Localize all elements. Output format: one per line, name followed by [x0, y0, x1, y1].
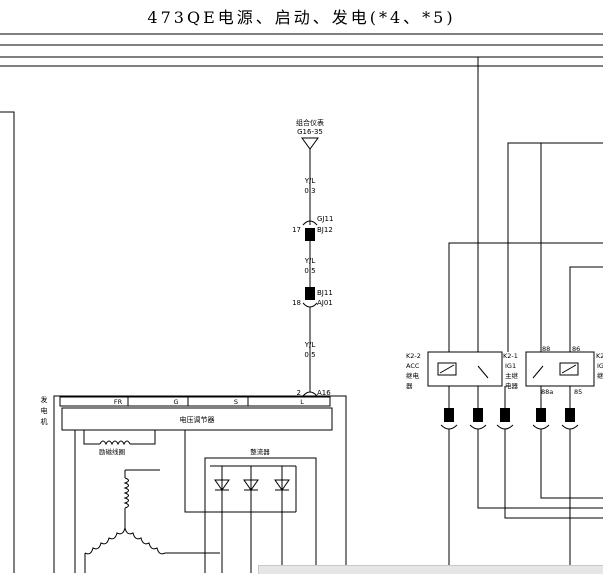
- relay-coil-slash: [561, 364, 577, 374]
- connector-block-icon: [444, 408, 454, 422]
- relay-switch-icon: [477, 365, 489, 379]
- wire: [504, 429, 603, 519]
- relay-line: 电器: [505, 381, 519, 390]
- wire-color: Y/L: [304, 177, 316, 185]
- relay-k2-2: K2-2 ACC 继电 器: [406, 351, 503, 390]
- terminal-label: S: [234, 398, 238, 406]
- generator: 发 电 机 FR G S L 电压调节器 励磁线圈 整流器: [41, 395, 347, 573]
- wire: [569, 266, 603, 352]
- connector-arc: [302, 220, 318, 226]
- wire-color: Y/L: [304, 257, 316, 265]
- connector-block-icon: [305, 228, 315, 241]
- connector-pin: 17: [292, 226, 301, 234]
- wire-gauge: 0.5: [304, 351, 315, 359]
- diode-icon: [214, 479, 230, 491]
- connector-arc: [440, 424, 458, 430]
- relay-line: IG: [597, 362, 603, 370]
- generator-label-1: 发: [41, 395, 48, 404]
- generator-outline: [53, 395, 347, 573]
- wire: [477, 429, 603, 509]
- wire: [83, 430, 100, 445]
- connector-upper: GJ11: [317, 215, 333, 223]
- relay-coil-slash: [439, 364, 455, 374]
- wire: [130, 430, 156, 445]
- diagram-title: 473QE电源、启动、发电(*4、*5): [147, 8, 456, 27]
- terminal-label: L: [300, 398, 304, 406]
- stator-winding-icon: [124, 527, 166, 555]
- connector-lower: AJ01: [317, 299, 333, 307]
- relay-line: ACC: [406, 362, 420, 370]
- wire-color: Y/L: [304, 341, 316, 349]
- connector-arc: [469, 424, 487, 430]
- terminal-label: FR: [114, 398, 123, 406]
- wire: [184, 430, 296, 513]
- wire: [448, 242, 603, 352]
- rectifier-label: 整流器: [250, 447, 270, 456]
- terminal-label: G: [173, 398, 178, 406]
- relay-id: K2-2: [406, 352, 421, 360]
- connector-arc: [561, 424, 579, 430]
- rectifier-outline: [204, 457, 317, 573]
- relay-k2: 88 86 88a 85 K2 IG 继: [525, 345, 603, 396]
- connector-block-icon: [565, 408, 575, 422]
- instrument-label: 组合仪表: [296, 118, 324, 127]
- voltage-regulator: [61, 407, 333, 431]
- left-wire: [0, 111, 15, 573]
- wire: [507, 142, 603, 352]
- wire: [540, 429, 603, 499]
- connector-upper: BJ11: [317, 289, 333, 297]
- stator-winding-icon: [123, 477, 129, 509]
- connector-arc: [496, 424, 514, 430]
- terminal-strip: [59, 396, 331, 407]
- connector-lower: BJ12: [317, 226, 333, 234]
- regulator-label: 电压调节器: [180, 415, 215, 424]
- generator-label-2: 电: [41, 406, 48, 415]
- connector-arc: [302, 391, 318, 397]
- relay-box: [427, 351, 503, 387]
- connector-block-icon: [473, 408, 483, 422]
- relay-coil-icon: [437, 362, 457, 376]
- relay-k2-1: K2-1 IG1 主继 电器: [503, 352, 519, 390]
- stator-winding-icon: [84, 527, 126, 555]
- terminal-triangle-icon: [301, 137, 319, 150]
- diode-icon: [243, 479, 259, 491]
- relay-coil-icon: [559, 362, 579, 376]
- connector-block-icon: [305, 287, 315, 300]
- connector-pin: 2: [297, 389, 301, 397]
- connector-pin: 18: [292, 299, 301, 307]
- connector-arc: [532, 424, 550, 430]
- connector-block-icon: [500, 408, 510, 422]
- horizontal-scrollbar[interactable]: [258, 565, 603, 574]
- relay-line: 继电: [406, 371, 420, 380]
- generator-label-3: 机: [41, 417, 48, 426]
- relay-line: IG1: [505, 362, 516, 370]
- relay-box: [525, 351, 595, 387]
- relay-switch-icon: [532, 365, 544, 379]
- relay-pin: 85: [574, 388, 582, 396]
- relay-pin: 88: [542, 345, 550, 353]
- relay-line: 器: [406, 382, 413, 390]
- relay-pin: 86: [572, 345, 580, 353]
- wire-gauge: 0.3: [304, 187, 315, 195]
- relay-pin: 88a: [541, 388, 553, 396]
- relay-line: 继: [597, 371, 603, 380]
- connector-upper: A16: [317, 389, 331, 397]
- field-coil-label: 励磁线圈: [99, 447, 125, 456]
- connector-block-icon: [536, 408, 546, 422]
- relay-line: 主继: [505, 371, 519, 380]
- connector-arc: [302, 302, 318, 308]
- instrument-pin: G16-35: [297, 128, 323, 136]
- relay-id: K2-1: [503, 352, 518, 360]
- diode-icon: [274, 479, 290, 491]
- relay-id: K2: [596, 352, 603, 360]
- field-coil-icon: [99, 440, 131, 446]
- wire-gauge: 0.5: [304, 267, 315, 275]
